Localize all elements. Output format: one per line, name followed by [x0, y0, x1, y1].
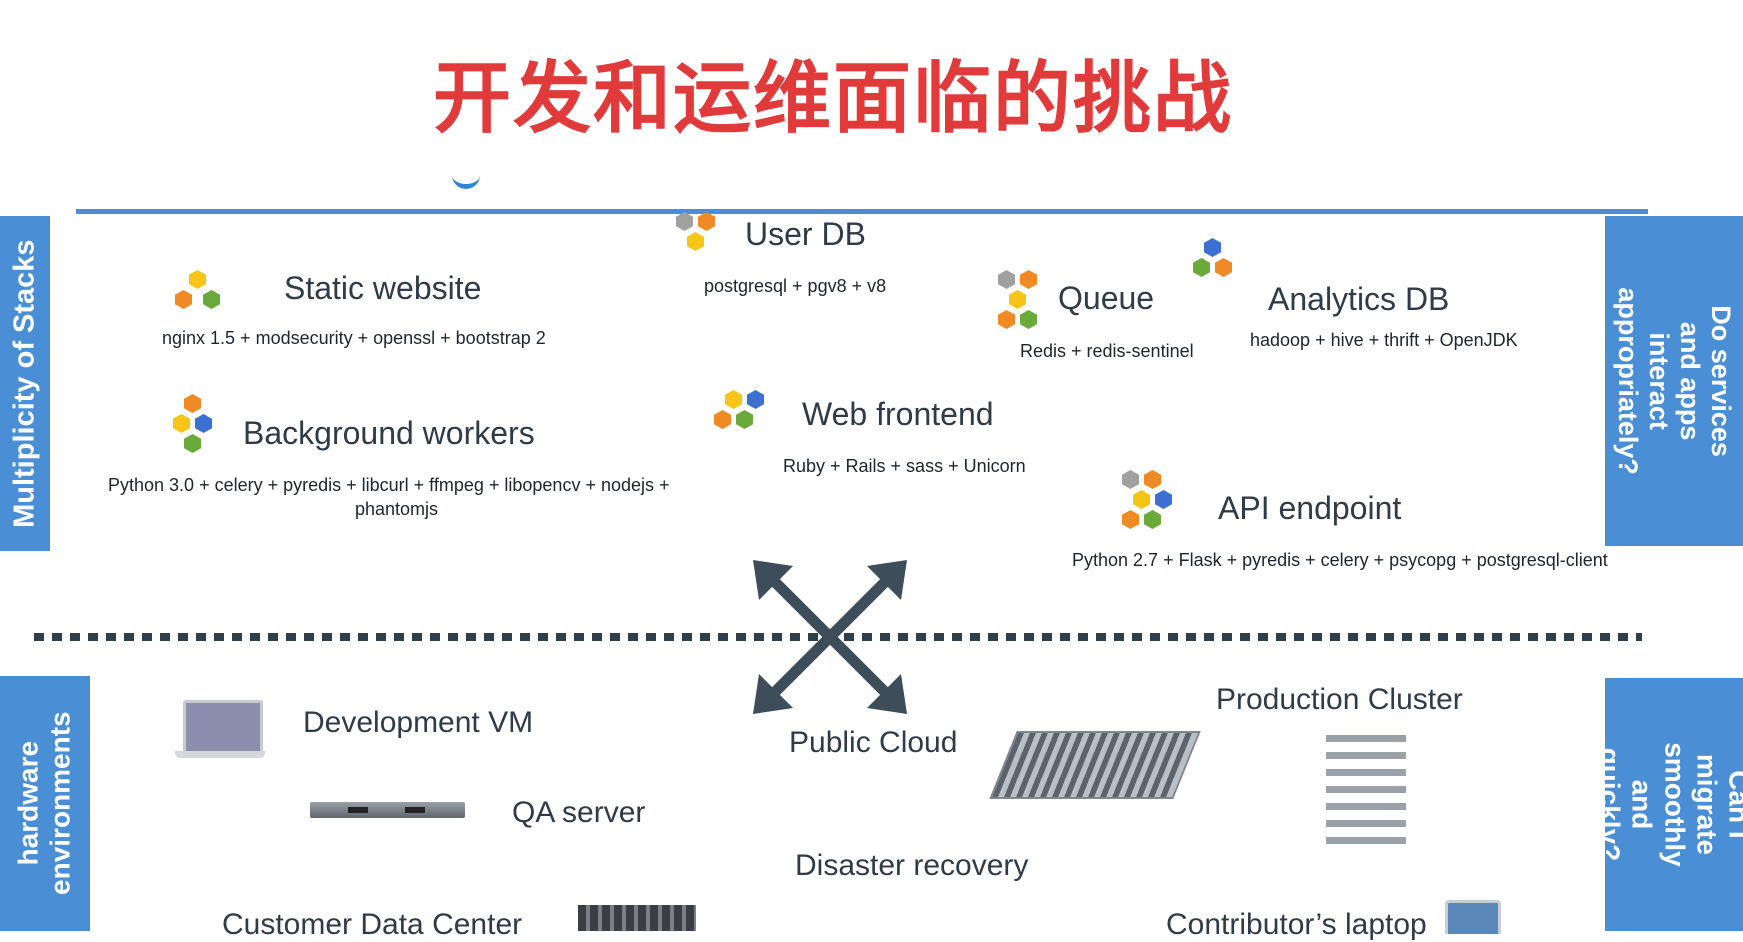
stack-background-workers-tech-cont: phantomjs	[355, 499, 439, 519]
env-production-cluster: Production Cluster	[1216, 683, 1463, 716]
hex-cluster-icon	[175, 270, 223, 332]
datacenter-rack-icon	[578, 905, 696, 931]
stack-background-workers-tech: Python 3.0 + celery + pyredis + libcurl …	[108, 475, 670, 495]
hex-cluster-icon	[173, 394, 221, 460]
side-label-hardware: hardware environments	[0, 676, 90, 931]
env-development-vm: Development VM	[303, 706, 534, 739]
stack-web-frontend-tech: Ruby + Rails + sass + Unicorn	[783, 456, 1026, 476]
env-customer-data-center: Customer Data Center	[222, 908, 523, 941]
top-divider	[76, 209, 1648, 214]
stack-user-db-title: User DB	[745, 216, 866, 252]
hex-cluster-icon	[998, 268, 1046, 334]
stack-analytics-db-title: Analytics DB	[1268, 281, 1450, 317]
laptop-icon	[1445, 900, 1501, 934]
server-rack-icon	[310, 802, 465, 820]
stack-static-website-tech: nginx 1.5 + modsecurity + openssl + boot…	[162, 328, 546, 348]
stack-api-endpoint-title: API endpoint	[1218, 490, 1402, 526]
env-contributors-laptop: Contributor’s laptop	[1166, 908, 1427, 941]
laptop-icon	[175, 700, 265, 760]
page-title: 开发和运维面临的挑战	[433, 54, 1234, 144]
stack-api-endpoint-tech: Python 2.7 + Flask + pyredis + celery + …	[1072, 550, 1608, 570]
decorative-arc	[452, 170, 480, 189]
stack-analytics-db-tech: hadoop + hive + thrift + OpenJDK	[1250, 330, 1518, 350]
env-public-cloud: Public Cloud	[789, 726, 958, 759]
dashed-divider	[34, 633, 1642, 641]
env-qa-server: QA server	[512, 796, 646, 829]
stack-background-workers-title: Background workers	[243, 415, 535, 451]
hex-cluster-icon	[714, 390, 768, 436]
hex-cluster-icon	[676, 208, 724, 256]
side-label-migrate: Can I migrate smoothly and quickly?	[1595, 678, 1743, 931]
side-label-multiplicity: Multiplicity of Stacks	[0, 216, 50, 551]
stack-static-website-title: Static website	[284, 270, 482, 306]
stack-web-frontend-title: Web frontend	[802, 396, 994, 432]
server-stack-icon	[1326, 735, 1406, 847]
stack-user-db-tech: postgresql + pgv8 + v8	[704, 276, 887, 296]
env-disaster-recovery: Disaster recovery	[795, 849, 1029, 882]
side-label-interact: Do services and apps interact appropriat…	[1605, 216, 1743, 546]
stack-queue-title: Queue	[1058, 280, 1155, 316]
cross-arrows-icon	[753, 560, 907, 714]
hex-cluster-icon	[1193, 238, 1241, 286]
hex-cluster-icon	[1122, 470, 1178, 536]
datacenter-icon	[989, 715, 1201, 807]
stack-queue-tech: Redis + redis-sentinel	[1020, 341, 1194, 361]
